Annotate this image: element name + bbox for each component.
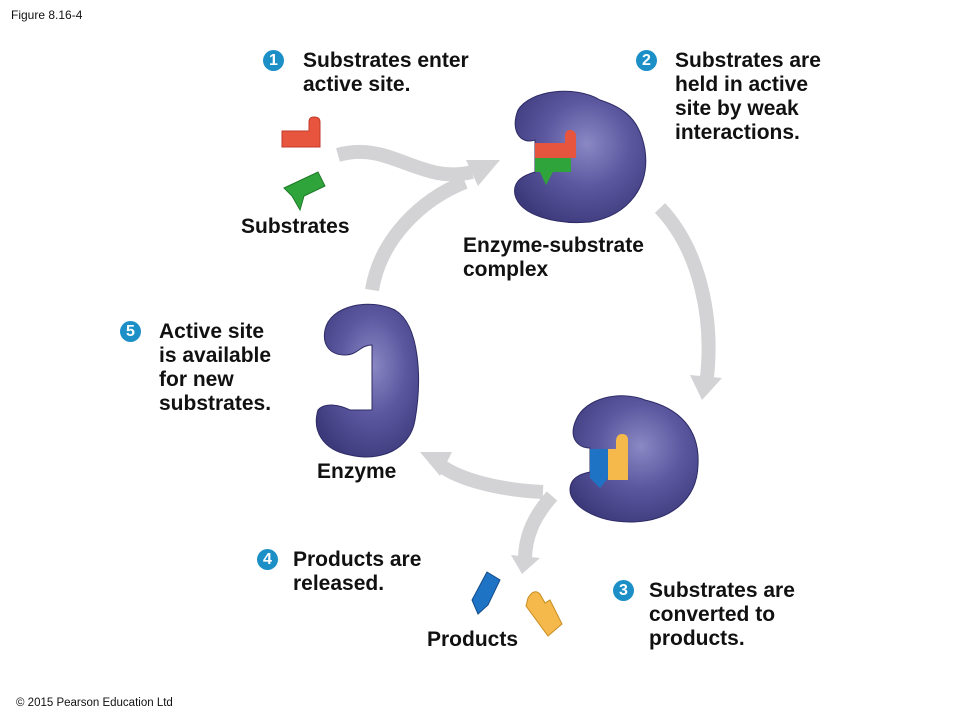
step-3-badge: 3 bbox=[613, 580, 634, 601]
copyright: © 2015 Pearson Education Ltd bbox=[16, 697, 173, 709]
step-1-text: Substrates enter active site. bbox=[303, 49, 469, 96]
step-3-text: Substrates are converted to products. bbox=[649, 579, 795, 650]
step-2-text: Substrates are held in active site by we… bbox=[675, 49, 821, 144]
figure-label: Figure 8.16-4 bbox=[11, 8, 83, 22]
step-5: 5 Active site is available for new subst… bbox=[120, 320, 271, 416]
enzyme-substrate-complex bbox=[514, 90, 647, 224]
step-5-badge: 5 bbox=[120, 321, 141, 342]
substrate-green bbox=[283, 171, 326, 212]
step-1-badge: 1 bbox=[263, 50, 284, 71]
step-4-text: Products are released. bbox=[293, 548, 422, 595]
arrow-enzyme-to-complex bbox=[365, 175, 468, 292]
substrates-label: Substrates bbox=[241, 215, 350, 238]
product-yellow bbox=[525, 591, 563, 637]
arrow-substrates-to-complex bbox=[336, 144, 500, 186]
enzyme-substrate-complex-label: Enzyme-substrate complex bbox=[463, 234, 644, 281]
enzyme-label: Enzyme bbox=[317, 460, 397, 483]
product-blue bbox=[471, 571, 501, 615]
step-2: 2 Substrates are held in active site by … bbox=[636, 49, 821, 145]
step-2-badge: 2 bbox=[636, 50, 657, 71]
step-4-badge: 4 bbox=[257, 549, 278, 570]
substrate-red bbox=[281, 116, 321, 148]
arrow-complex-to-converted bbox=[654, 203, 722, 400]
products-label: Products bbox=[427, 628, 519, 651]
step-3: 3 Substrates are converted to products. bbox=[613, 579, 795, 651]
step-4: 4 Products are released. bbox=[257, 548, 421, 596]
arrow-release-products bbox=[511, 491, 558, 574]
step-1: 1 Substrates enter active site. bbox=[263, 49, 469, 97]
step-5-text: Active site is available for new substra… bbox=[159, 320, 272, 415]
arrow-converted-to-enzyme bbox=[420, 452, 544, 499]
enzyme-product-complex bbox=[569, 395, 699, 523]
enzyme bbox=[315, 303, 419, 458]
